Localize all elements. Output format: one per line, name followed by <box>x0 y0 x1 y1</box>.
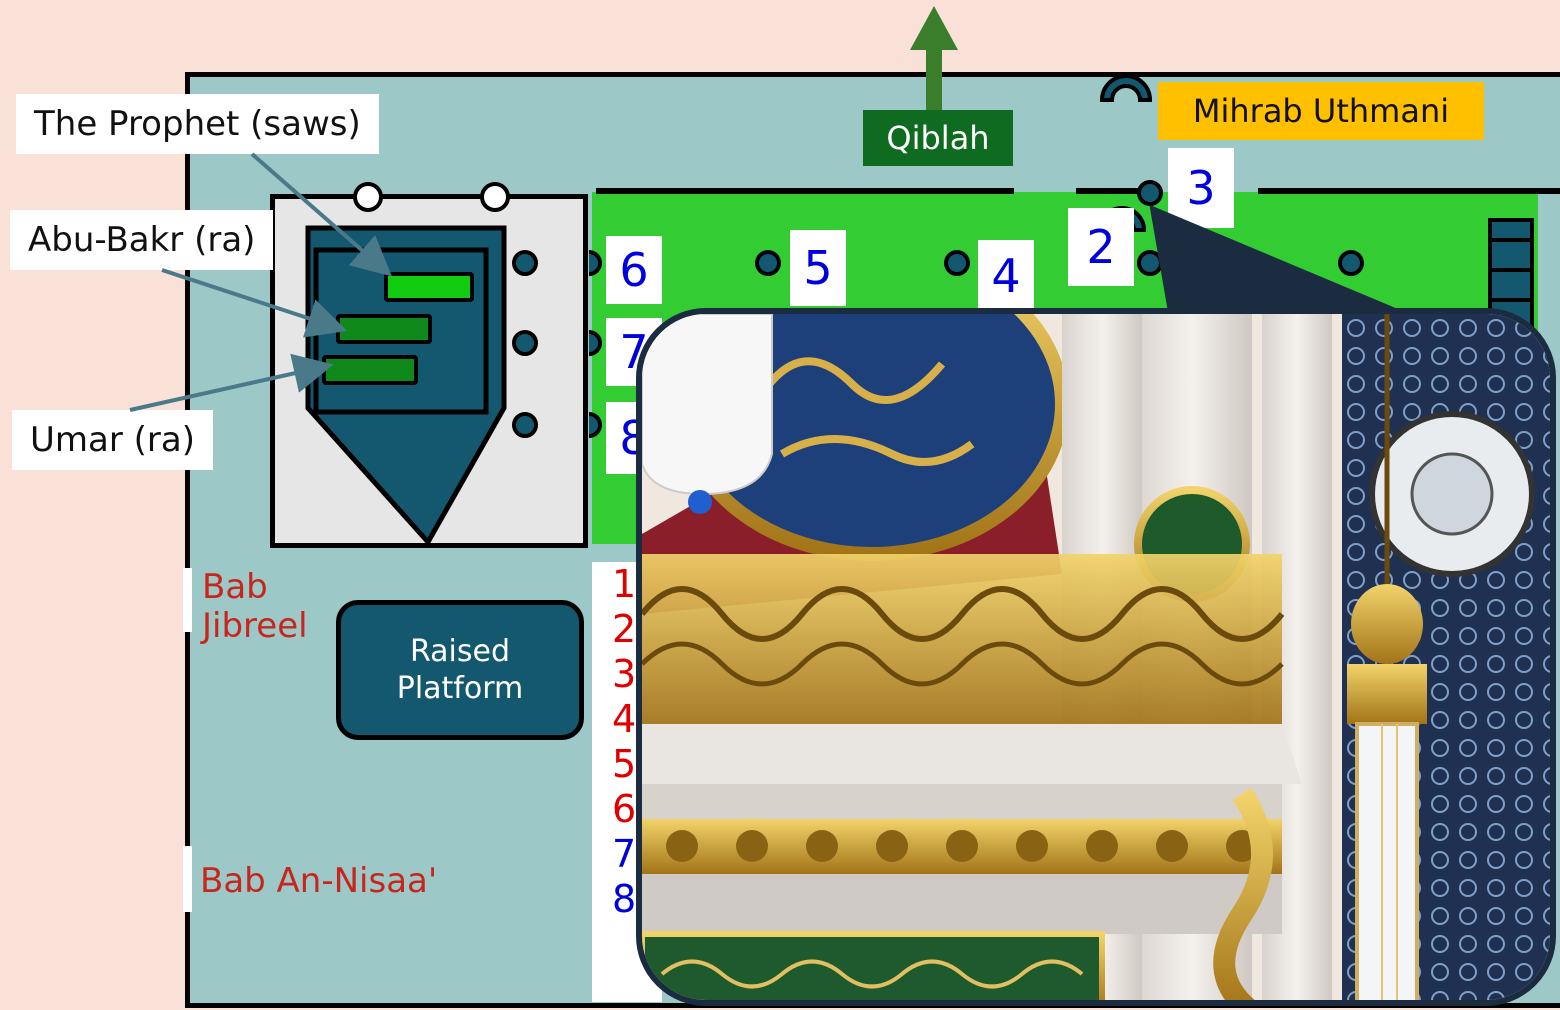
qiblah-wall-segment <box>596 188 1014 194</box>
raised-platform: Raised Platform <box>336 600 584 740</box>
pillar-half <box>589 412 602 438</box>
list-number: 6 <box>612 787 637 831</box>
pillar <box>1338 250 1364 276</box>
list-number: 5 <box>612 742 637 786</box>
bab-jibreel-label: Bab Jibreel <box>202 567 308 647</box>
list-number: 3 <box>612 652 637 696</box>
pillar-number-5: 5 <box>790 230 846 306</box>
door-gap-nisaa <box>183 846 192 912</box>
mosque-interior-photo <box>636 308 1556 1006</box>
pillar <box>944 250 970 276</box>
mihrab-uthmani-label: Mihrab Uthmani <box>1158 82 1484 140</box>
pillar-ring <box>480 182 510 212</box>
label-umar: Umar (ra) <box>12 410 213 470</box>
pillar-ring <box>353 182 383 212</box>
pillar <box>512 250 538 276</box>
label-prophet: The Prophet (saws) <box>16 94 379 154</box>
pillar <box>512 412 538 438</box>
pillar-number-2: 2 <box>1068 208 1134 286</box>
mihrab-arch-icon <box>1099 74 1153 102</box>
pillar-number-3: 3 <box>1168 148 1234 228</box>
pillar-number-6: 6 <box>606 236 662 304</box>
list-number: 7 <box>612 832 637 876</box>
list-number: 2 <box>612 607 637 651</box>
qiblah-arrow-icon <box>910 6 958 116</box>
label-abubakr: Abu-Bakr (ra) <box>10 210 274 270</box>
bab-nisaa-label: Bab An-Nisaa' <box>200 861 438 901</box>
pillar <box>755 250 781 276</box>
pillar <box>512 330 538 356</box>
qiblah-label: Qiblah <box>863 110 1013 166</box>
photo-illustration <box>642 314 1550 1000</box>
pillar <box>1137 180 1163 206</box>
raised-platform-label: Raised Platform <box>396 633 524 707</box>
list-number: 4 <box>612 697 637 741</box>
pillar-half <box>589 250 602 276</box>
qiblah-wall-segment <box>1258 188 1560 194</box>
pillar-number-4: 4 <box>978 240 1034 312</box>
tomb-prophet <box>384 272 474 302</box>
door-gap-jibreel <box>183 568 192 632</box>
list-number: 1 <box>612 562 637 606</box>
pillar-half <box>589 330 602 356</box>
tomb-abubakr <box>336 314 432 344</box>
qiblah-wall-segment <box>1076 188 1146 194</box>
